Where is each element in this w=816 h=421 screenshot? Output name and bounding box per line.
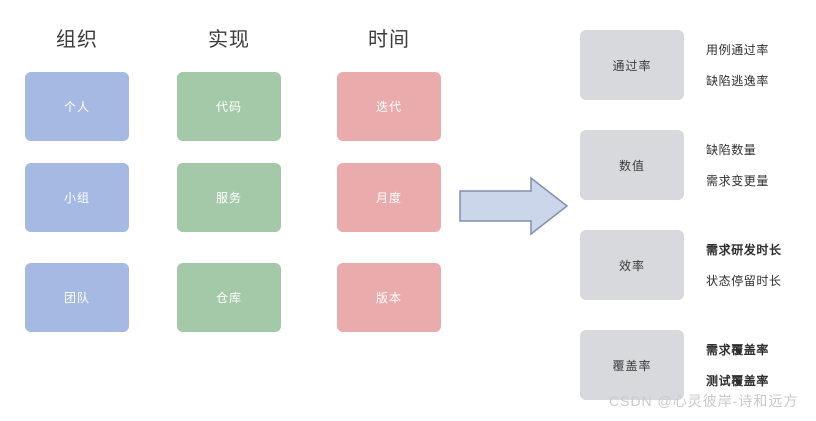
category-card[interactable]: 服务 [177,163,281,232]
column-header-organization: 组织 [56,29,98,51]
watermark: CSDN @心灵彼岸-诗和远方 [609,393,799,409]
column-header-time: 时间 [368,29,410,51]
metric-item-list: 需求覆盖率 测试覆盖率 [706,330,814,400]
column-header-implementation: 实现 [208,29,250,51]
metric-item-list: 用例通过率 缺陷逃逸率 [706,30,814,100]
metric-group-box[interactable]: 数值 [580,130,684,200]
flow-arrow [459,176,569,236]
category-card[interactable]: 仓库 [177,263,281,332]
metric-item: 缺陷逃逸率 [706,73,770,88]
right-arrow-icon [459,176,569,236]
metric-item: 需求覆盖率 [706,342,770,357]
metric-group-box[interactable]: 覆盖率 [580,330,684,400]
metric-item: 状态停留时长 [706,273,782,288]
metric-item-list: 缺陷数量 需求变更量 [706,130,814,200]
metric-item: 用例通过率 [706,42,770,57]
metric-item-list: 需求研发时长 状态停留时长 [706,230,814,300]
metric-item: 测试覆盖率 [706,373,770,388]
category-card[interactable]: 迭代 [337,72,441,141]
metric-item: 缺陷数量 [706,142,757,157]
category-card[interactable]: 代码 [177,72,281,141]
metric-group-box[interactable]: 通过率 [580,30,684,100]
metric-group-box[interactable]: 效率 [580,230,684,300]
metric-item: 需求变更量 [706,173,770,188]
category-card[interactable]: 团队 [25,263,129,332]
category-card[interactable]: 小组 [25,163,129,232]
category-card[interactable]: 月度 [337,163,441,232]
category-card[interactable]: 个人 [25,72,129,141]
category-card[interactable]: 版本 [337,263,441,332]
metric-item: 需求研发时长 [706,242,782,257]
